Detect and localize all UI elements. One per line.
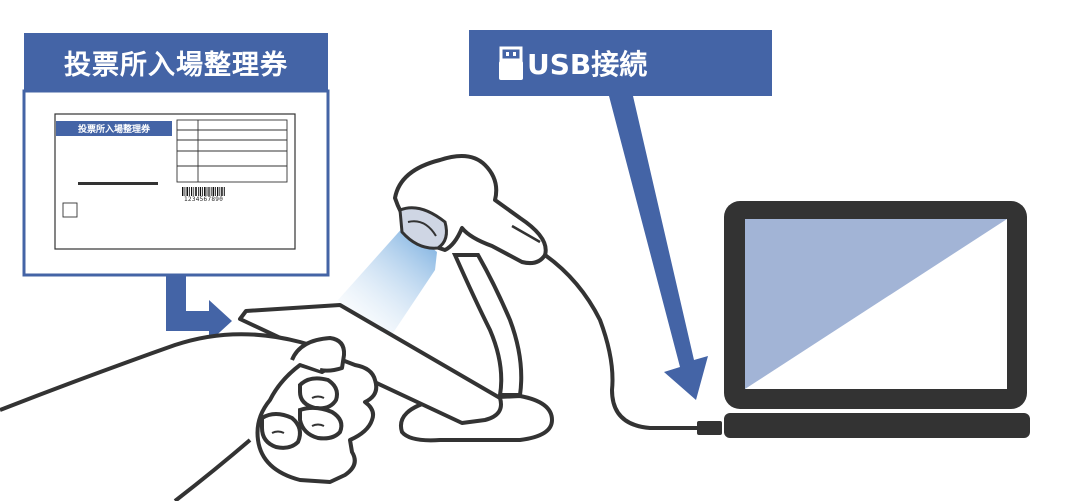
ticket-mini-title-text: 投票所入場整理券 <box>77 125 150 135</box>
ticket-barcode <box>182 187 225 196</box>
laptop-screen <box>745 219 1007 389</box>
ticket-label-text: 投票所入場整理券 <box>64 49 288 81</box>
ticket-card <box>22 89 330 277</box>
laptop <box>724 201 1030 438</box>
ticket-mini-title: 投票所入場整理券 <box>56 121 172 136</box>
usb-label-text: USB接続 <box>527 48 648 81</box>
ticket-table <box>176 119 288 183</box>
mini-barcode-line <box>78 182 158 185</box>
usb-connector <box>697 421 722 435</box>
ticket-arrow <box>166 276 232 342</box>
ticket-label: 投票所入場整理券 <box>24 33 328 91</box>
usb-arrow <box>609 96 708 400</box>
usb-label: USB接続 <box>469 30 772 96</box>
usb-plug-icon <box>499 46 523 80</box>
barcode-scanner <box>393 154 548 266</box>
usb-cable <box>543 253 697 430</box>
scan-beam <box>338 225 437 345</box>
barcode-number: 1234567890 <box>184 196 224 203</box>
hand <box>0 303 503 501</box>
stamp-box <box>62 202 78 218</box>
